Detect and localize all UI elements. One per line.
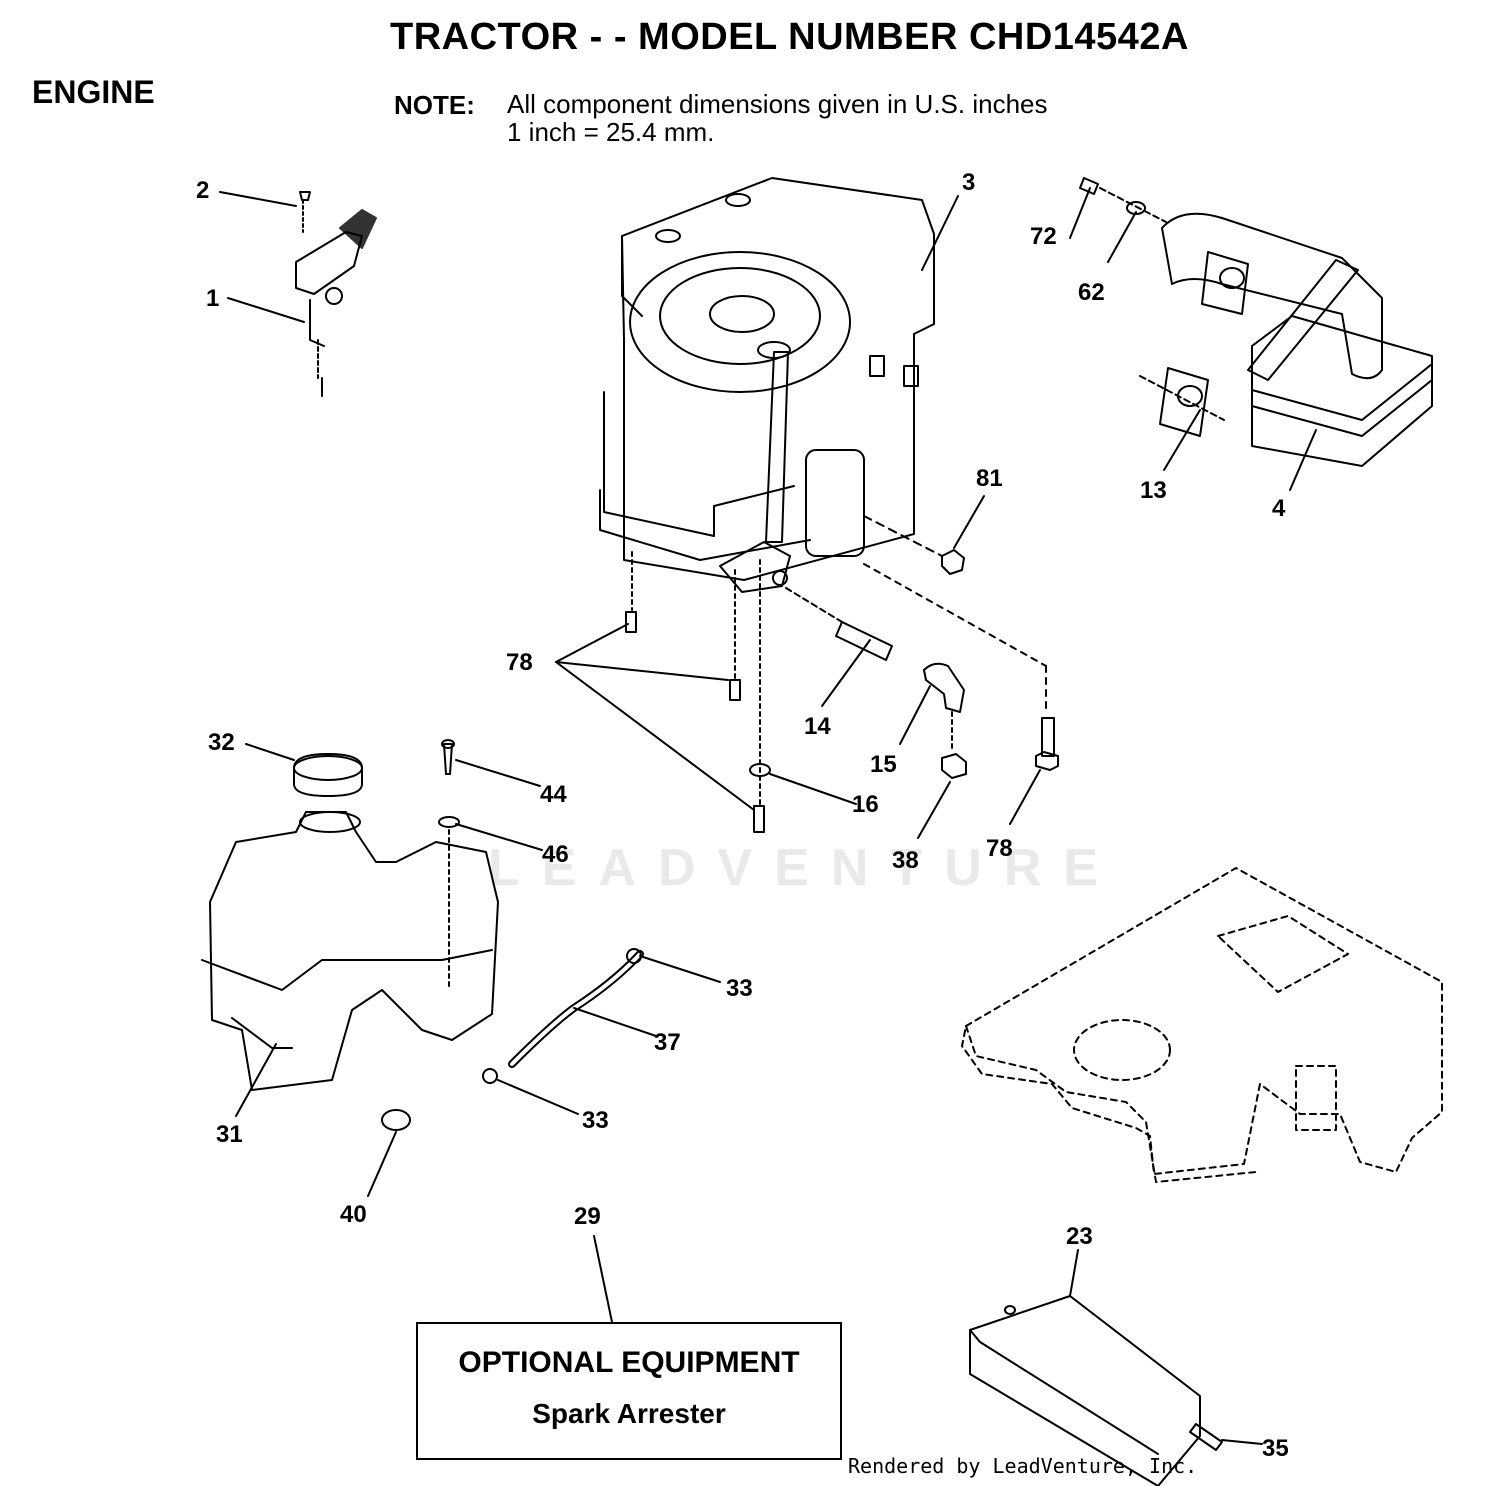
callout-13: 13 bbox=[1140, 477, 1167, 504]
leader-lines bbox=[219, 187, 1317, 1445]
callout-29: 29 bbox=[574, 1203, 601, 1230]
callout-40: 40 bbox=[340, 1201, 367, 1228]
engine-hardware-parts bbox=[625, 515, 1059, 833]
engine-part bbox=[599, 177, 935, 593]
muffler-part bbox=[1079, 177, 1433, 467]
callout-32: 32 bbox=[208, 729, 235, 756]
callout-44: 44 bbox=[540, 781, 567, 808]
callout-15: 15 bbox=[870, 751, 897, 778]
optional-equipment-box: OPTIONAL EQUIPMENT Spark Arrester bbox=[416, 1322, 842, 1460]
throttle-control-part bbox=[295, 191, 377, 397]
section-title: ENGINE bbox=[32, 74, 155, 110]
callout-62: 62 bbox=[1078, 279, 1105, 306]
callout-1: 1 bbox=[206, 285, 219, 312]
callout-78-left: 78 bbox=[506, 649, 533, 676]
callout-78-right: 78 bbox=[986, 835, 1013, 862]
callout-23: 23 bbox=[1066, 1223, 1093, 1250]
optional-equipment-item: Spark Arrester bbox=[532, 1398, 726, 1429]
callout-37: 37 bbox=[654, 1029, 681, 1056]
note-text: All component dimensions given in U.S. i… bbox=[507, 90, 1048, 146]
footer-credit: Rendered by LeadVenture, Inc. bbox=[848, 1454, 1198, 1478]
callout-81: 81 bbox=[976, 465, 1003, 492]
callout-33-top: 33 bbox=[726, 975, 753, 1002]
note-line-2: 1 inch = 25.4 mm. bbox=[507, 117, 715, 147]
page-title: TRACTOR - - MODEL NUMBER CHD14542A bbox=[390, 16, 1189, 58]
callout-14: 14 bbox=[804, 713, 831, 740]
watermark-text: LEADVENTURE bbox=[488, 839, 1121, 897]
callout-33-bottom: 33 bbox=[582, 1107, 609, 1134]
note-label: NOTE: bbox=[394, 90, 475, 120]
callout-31: 31 bbox=[216, 1121, 243, 1148]
fuel-tank-part bbox=[201, 739, 499, 1131]
callout-2: 2 bbox=[196, 177, 209, 204]
callout-72: 72 bbox=[1030, 223, 1057, 250]
callout-35: 35 bbox=[1262, 1435, 1289, 1462]
callout-labels: 2 1 3 72 62 13 4 81 78 14 15 16 38 78 32… bbox=[196, 169, 1289, 1462]
tractor-frame-part bbox=[961, 867, 1443, 1183]
note-line-1: All component dimensions given in U.S. i… bbox=[507, 89, 1048, 119]
callout-46: 46 bbox=[542, 841, 569, 868]
callout-4: 4 bbox=[1272, 495, 1286, 522]
fuel-line-part bbox=[482, 948, 644, 1084]
callout-16: 16 bbox=[852, 791, 879, 818]
callout-3: 3 bbox=[962, 169, 975, 196]
callout-38: 38 bbox=[892, 847, 919, 874]
optional-equipment-title: OPTIONAL EQUIPMENT bbox=[458, 1346, 800, 1379]
